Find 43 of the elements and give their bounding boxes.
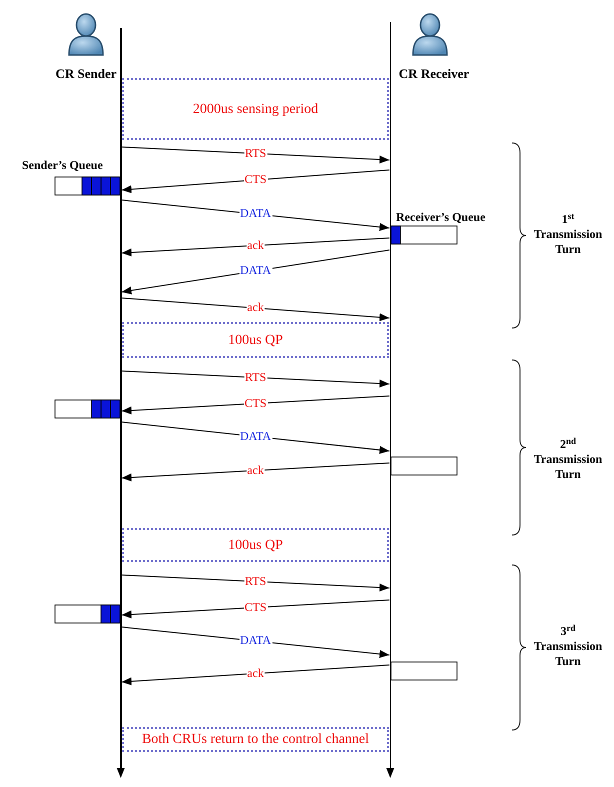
message-arrow (121, 600, 390, 618)
turn-label: 2$^{nd}$ Transmission Turn (532, 437, 604, 482)
edge-label: DATA (238, 634, 272, 647)
queue-label: Sender’s Queue (22, 158, 103, 173)
edge-label: DATA (238, 430, 272, 442)
edge-label: DATA (238, 264, 272, 277)
message-arrow (121, 574, 390, 592)
message-arrow (121, 298, 390, 322)
edge-label: DATA (238, 207, 272, 220)
message-arrow (121, 626, 390, 658)
message-arrow (121, 200, 390, 231)
period-text: 2000us sensing period (192, 100, 318, 118)
message-arrow (121, 238, 390, 256)
edge-label: ack (246, 301, 265, 314)
edge-label: ack (246, 238, 265, 252)
period-box (122, 528, 389, 562)
message-arrow (121, 396, 390, 414)
message-arrow (121, 422, 390, 454)
edge-label: RTS (244, 574, 268, 588)
period-box (122, 727, 389, 752)
period-text: 100us QP (228, 536, 283, 554)
edge-label: RTS (244, 146, 268, 160)
message-arrow (121, 370, 390, 388)
period-box (122, 322, 389, 358)
edge-label: CTS (244, 173, 268, 186)
message-arrow (121, 462, 390, 482)
actor-label: CR Receiver (398, 66, 470, 82)
turn-label: 3$^{rd}$ Transmission Turn (532, 624, 604, 669)
turn-label: 1$^{st}$ Transmission Turn (532, 212, 604, 257)
message-arrow (121, 664, 390, 686)
message-arrow (121, 170, 390, 194)
period-text: Both CRUs return to the control channel (142, 731, 370, 749)
message-arrow (121, 146, 390, 164)
edge-label: RTS (244, 370, 268, 384)
message-arrow (121, 250, 390, 294)
actor-label: CR Sender (55, 66, 117, 82)
edge-label: ack (246, 666, 265, 680)
edge-label: CTS (244, 396, 268, 410)
period-box (122, 78, 389, 140)
queue-label: Receiver’s Queue (396, 210, 486, 225)
edge-label: CTS (244, 600, 268, 614)
edge-label: ack (246, 464, 265, 476)
period-text: 100us QP (228, 332, 283, 350)
